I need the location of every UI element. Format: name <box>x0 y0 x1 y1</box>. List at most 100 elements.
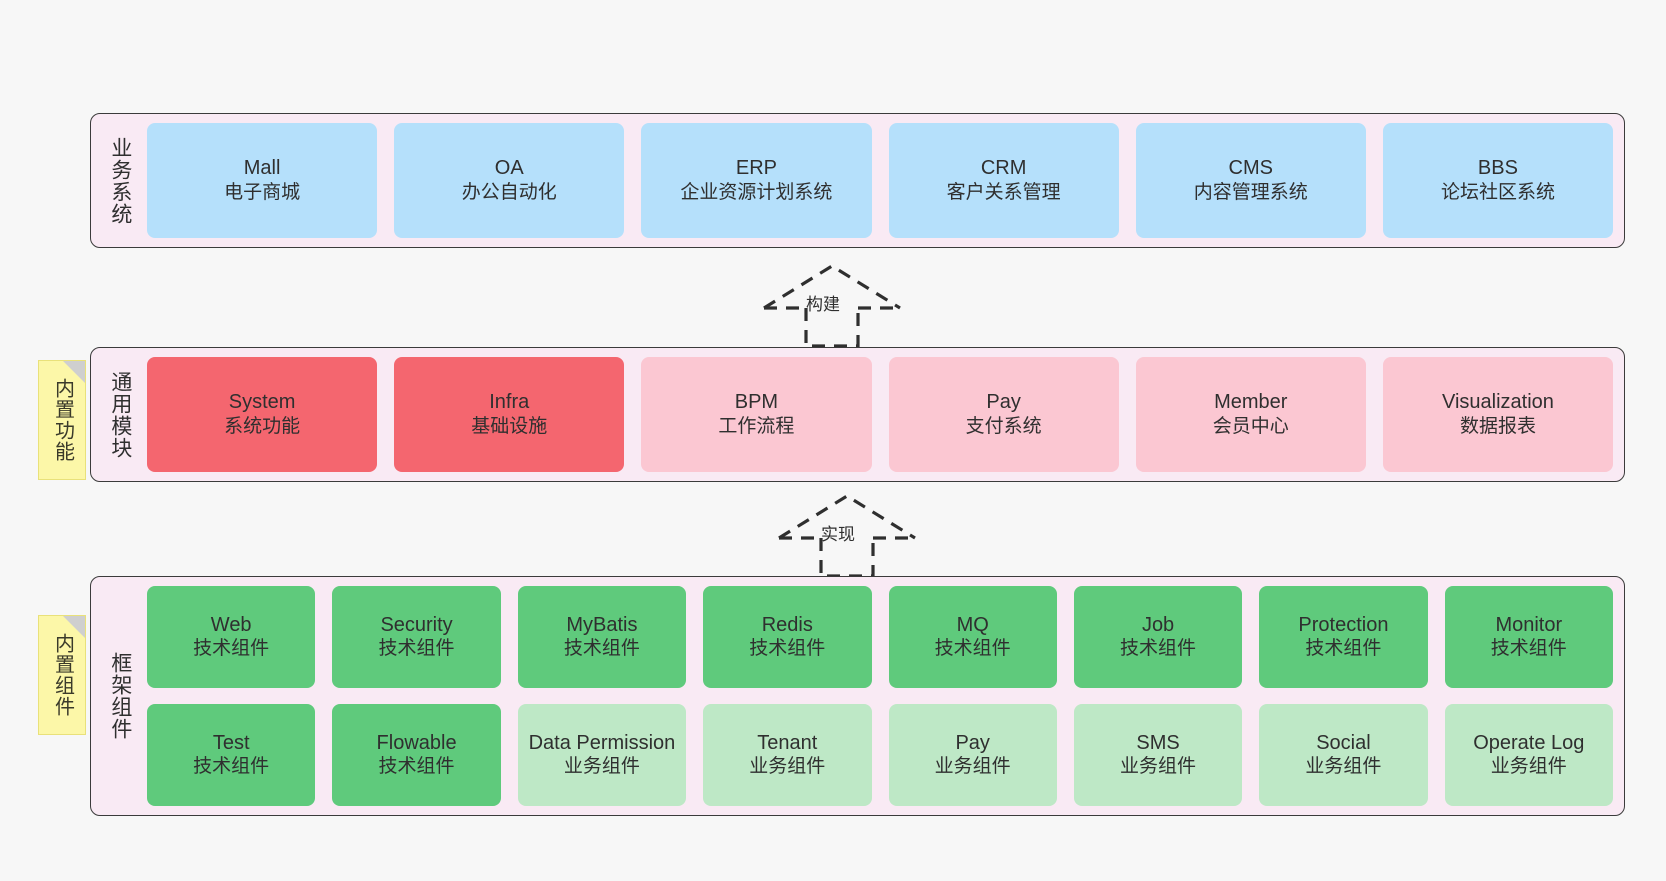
arrow-head-triangle <box>763 264 901 310</box>
card-title: Member <box>1214 391 1288 414</box>
card-title: Pay <box>955 731 990 754</box>
card-title: Monitor <box>1495 613 1563 636</box>
card-title: CRM <box>980 157 1027 180</box>
card-subtitle: 系统功能 <box>224 415 301 437</box>
card-subtitle: 会员中心 <box>1212 415 1289 437</box>
card-title: MyBatis <box>566 613 638 636</box>
card-subtitle: 技术组件 <box>934 638 1011 660</box>
card-title: OA <box>494 157 524 180</box>
card-title: Social <box>1316 731 1371 754</box>
card-system[interactable]: System 系统功能 <box>147 357 378 472</box>
card-subtitle: 业务组件 <box>749 756 826 778</box>
card-security[interactable]: Security 技术组件 <box>332 586 501 688</box>
card-title: Pay <box>986 391 1021 414</box>
card-erp[interactable]: ERP 企业资源计划系统 <box>641 123 872 238</box>
card-flowable[interactable]: Flowable 技术组件 <box>332 704 501 806</box>
note-label: 内置组件 <box>51 633 74 717</box>
card-visualization[interactable]: Visualization 数据报表 <box>1382 357 1614 472</box>
card-subtitle: 办公自动化 <box>461 181 557 203</box>
card-subtitle: 技术组件 <box>193 638 270 660</box>
card-cms[interactable]: CMS 内容管理系统 <box>1135 123 1366 238</box>
card-title: Operate Log <box>1473 731 1585 754</box>
card-title: Infra <box>489 391 530 414</box>
card-title: Test <box>212 731 250 754</box>
card-title: BBS <box>1477 157 1518 180</box>
card-bpm[interactable]: BPM 工作流程 <box>641 357 872 472</box>
card-subtitle: 支付系统 <box>965 415 1042 437</box>
card-web[interactable]: Web 技术组件 <box>147 586 316 688</box>
card-subtitle: 基础设施 <box>471 415 548 437</box>
card-row: Test 技术组件 Flowable 技术组件 Data Permission … <box>147 704 1613 806</box>
card-subtitle: 技术组件 <box>1305 638 1382 660</box>
card-title: Flowable <box>376 731 457 754</box>
card-subtitle: 数据报表 <box>1459 415 1536 437</box>
card-crm[interactable]: CRM 客户关系管理 <box>888 123 1119 238</box>
card-row: Mall 电子商城 OA 办公自动化 ERP 企业资源计划系统 CRM 客户关系… <box>147 123 1614 238</box>
card-title: System <box>228 391 296 414</box>
card-subtitle: 业务组件 <box>563 756 640 778</box>
arrow-head-triangle <box>778 494 916 540</box>
note-fold-corner-icon <box>63 616 85 638</box>
card-title: MQ <box>956 613 989 636</box>
layer-title-framework-components: 框架组件 <box>108 652 132 740</box>
card-subtitle: 工作流程 <box>718 415 795 437</box>
card-title: Web <box>210 613 252 636</box>
card-oa[interactable]: OA 办公自动化 <box>394 123 625 238</box>
note-label: 内置功能 <box>51 378 74 462</box>
card-title: Redis <box>761 613 813 636</box>
card-operate-log[interactable]: Operate Log 业务组件 <box>1444 704 1613 806</box>
card-subtitle: 业务组件 <box>934 756 1011 778</box>
card-subtitle: 技术组件 <box>193 756 270 778</box>
card-title: Mall <box>243 157 281 180</box>
card-bbs[interactable]: BBS 论坛社区系统 <box>1382 123 1614 238</box>
card-member[interactable]: Member 会员中心 <box>1135 357 1366 472</box>
card-social[interactable]: Social 业务组件 <box>1259 704 1428 806</box>
card-infra[interactable]: Infra 基础设施 <box>394 357 625 472</box>
card-job[interactable]: Job 技术组件 <box>1073 586 1243 688</box>
build-arrow-label: 构建 <box>806 295 840 314</box>
card-subtitle: 业务组件 <box>1305 756 1382 778</box>
card-protection[interactable]: Protection 技术组件 <box>1259 586 1428 688</box>
card-mall[interactable]: Mall 电子商城 <box>147 123 378 238</box>
layer-title-common-modules: 通用模块 <box>108 370 132 459</box>
note-fold-corner-icon <box>63 361 85 383</box>
card-redis[interactable]: Redis 技术组件 <box>703 586 872 688</box>
card-row: System 系统功能 Infra 基础设施 BPM 工作流程 Pay 支付系统… <box>147 357 1614 472</box>
card-sms[interactable]: SMS 业务组件 <box>1073 704 1243 806</box>
layer-body-common-modules: System 系统功能 Infra 基础设施 BPM 工作流程 Pay 支付系统… <box>147 357 1614 472</box>
build-arrow: 构建 <box>762 262 902 348</box>
layer-title-business-systems: 业务系统 <box>108 136 132 225</box>
card-row: Web 技术组件 Security 技术组件 MyBatis 技术组件 Redi… <box>147 586 1613 688</box>
card-pay[interactable]: Pay 支付系统 <box>888 357 1119 472</box>
card-title: SMS <box>1136 731 1180 754</box>
card-subtitle: 技术组件 <box>563 638 640 660</box>
card-title: CMS <box>1228 157 1273 180</box>
card-title: Tenant <box>757 731 818 754</box>
card-subtitle: 技术组件 <box>1120 638 1197 660</box>
card-mq[interactable]: MQ 技术组件 <box>888 586 1057 688</box>
implement-arrow-label: 实现 <box>821 525 855 544</box>
card-monitor[interactable]: Monitor 技术组件 <box>1444 586 1613 688</box>
card-subtitle: 业务组件 <box>1120 756 1197 778</box>
layer-business-systems: 业务系统 Mall 电子商城 OA 办公自动化 ERP 企业资源计划系统 CRM… <box>90 113 1625 248</box>
card-subtitle: 企业资源计划系统 <box>680 181 833 203</box>
card-title: Job <box>1141 613 1175 636</box>
card-title: Protection <box>1298 613 1389 636</box>
card-title: Data Permission <box>528 731 676 754</box>
card-mybatis[interactable]: MyBatis 技术组件 <box>517 586 687 688</box>
layer-body-framework-components: Web 技术组件 Security 技术组件 MyBatis 技术组件 Redi… <box>147 586 1613 806</box>
card-subtitle: 论坛社区系统 <box>1440 181 1555 203</box>
card-title: ERP <box>735 157 777 180</box>
card-subtitle: 技术组件 <box>378 756 455 778</box>
note-built-in-functions: 内置功能 <box>38 360 86 480</box>
card-test[interactable]: Test 技术组件 <box>147 704 316 806</box>
layer-body-business-systems: Mall 电子商城 OA 办公自动化 ERP 企业资源计划系统 CRM 客户关系… <box>147 123 1614 238</box>
card-subtitle: 客户关系管理 <box>946 181 1061 203</box>
card-tenant[interactable]: Tenant 业务组件 <box>703 704 872 806</box>
layer-framework-components: 框架组件 Web 技术组件 Security 技术组件 MyBatis 技术组件… <box>90 576 1625 816</box>
implement-arrow: 实现 <box>777 492 917 578</box>
card-subtitle: 电子商城 <box>224 181 301 203</box>
card-pay-business[interactable]: Pay 业务组件 <box>888 704 1057 806</box>
card-data-permission[interactable]: Data Permission 业务组件 <box>517 704 687 806</box>
